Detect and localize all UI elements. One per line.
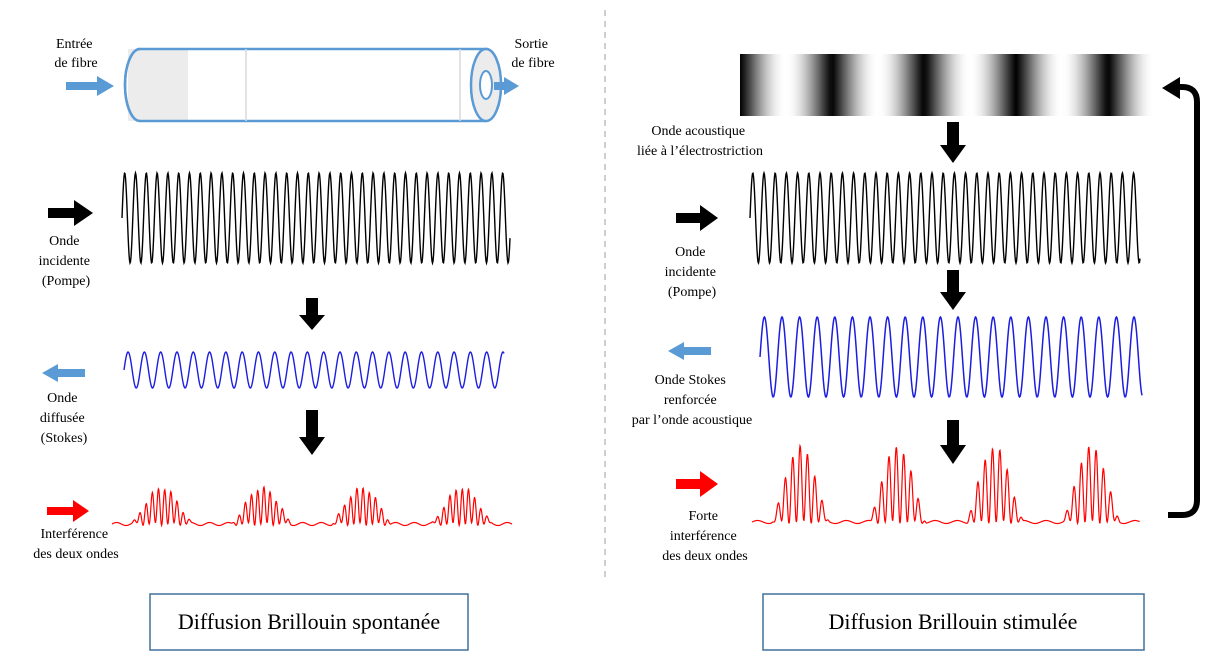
stokes-arrow-right: [668, 342, 711, 360]
fiber-input-arrow: [66, 76, 114, 96]
fiber-core: [479, 70, 493, 100]
fiber-output-arrow: [494, 77, 519, 95]
fiber-output-label: Sortie de fibre: [511, 37, 554, 71]
pump-label-left: Onde incidente (Pompe): [39, 234, 94, 289]
interference-arrow-left: [47, 500, 89, 522]
interference-arrow-right: [676, 471, 718, 497]
down-arrow-right-3: [940, 420, 966, 464]
acoustic-label: Onde acoustique liée à l’électrostrictio…: [637, 124, 763, 159]
interference-wave-left: [111, 485, 513, 528]
feedback-loop-arrowhead: [1162, 77, 1180, 99]
stokes-label-right: Onde Stokes renforcée par l’onde acousti…: [632, 373, 753, 428]
caption-left: Diffusion Brillouin spontanée: [178, 609, 440, 634]
fiber-left-cap: [123, 47, 141, 123]
interference-label-right: Forte interférence des deux ondes: [662, 509, 748, 564]
fiber-cylinder: [123, 47, 503, 123]
right-panel: Onde acoustique liée à l’électrostrictio…: [632, 54, 1200, 651]
interference-label-left: Interférence des deux ondes: [33, 527, 119, 562]
stokes-arrow-left: [42, 364, 85, 382]
left-panel: Entrée de fibre Sortie de fibre Onde inc…: [33, 37, 555, 651]
pump-label-right: Onde incidente (Pompe): [665, 245, 720, 300]
interference-wave-right: [751, 443, 1140, 526]
down-arrow-right-2: [940, 270, 966, 310]
acoustic-wave-bands: [740, 54, 1154, 116]
fiber-input-label: Entrée de fibre: [54, 37, 97, 71]
pump-wave-right: [749, 170, 1141, 266]
stokes-wave-left: [123, 351, 505, 389]
caption-right: Diffusion Brillouin stimulée: [829, 609, 1078, 634]
down-arrow-left-2: [299, 410, 325, 455]
down-arrow-left-1: [299, 298, 325, 330]
pump-arrow-left: [48, 200, 93, 226]
pump-wave-left: [121, 170, 511, 266]
down-arrow-right-1: [940, 122, 966, 163]
caption-box-right: [762, 593, 1145, 651]
feedback-loop-arrow: [1168, 84, 1200, 518]
pump-arrow-right: [676, 205, 718, 231]
fiber-shade: [128, 49, 188, 121]
stokes-wave-right: [759, 315, 1143, 399]
caption-box-left: [149, 593, 469, 651]
stokes-label-left: Onde diffusée (Stokes): [40, 391, 88, 446]
